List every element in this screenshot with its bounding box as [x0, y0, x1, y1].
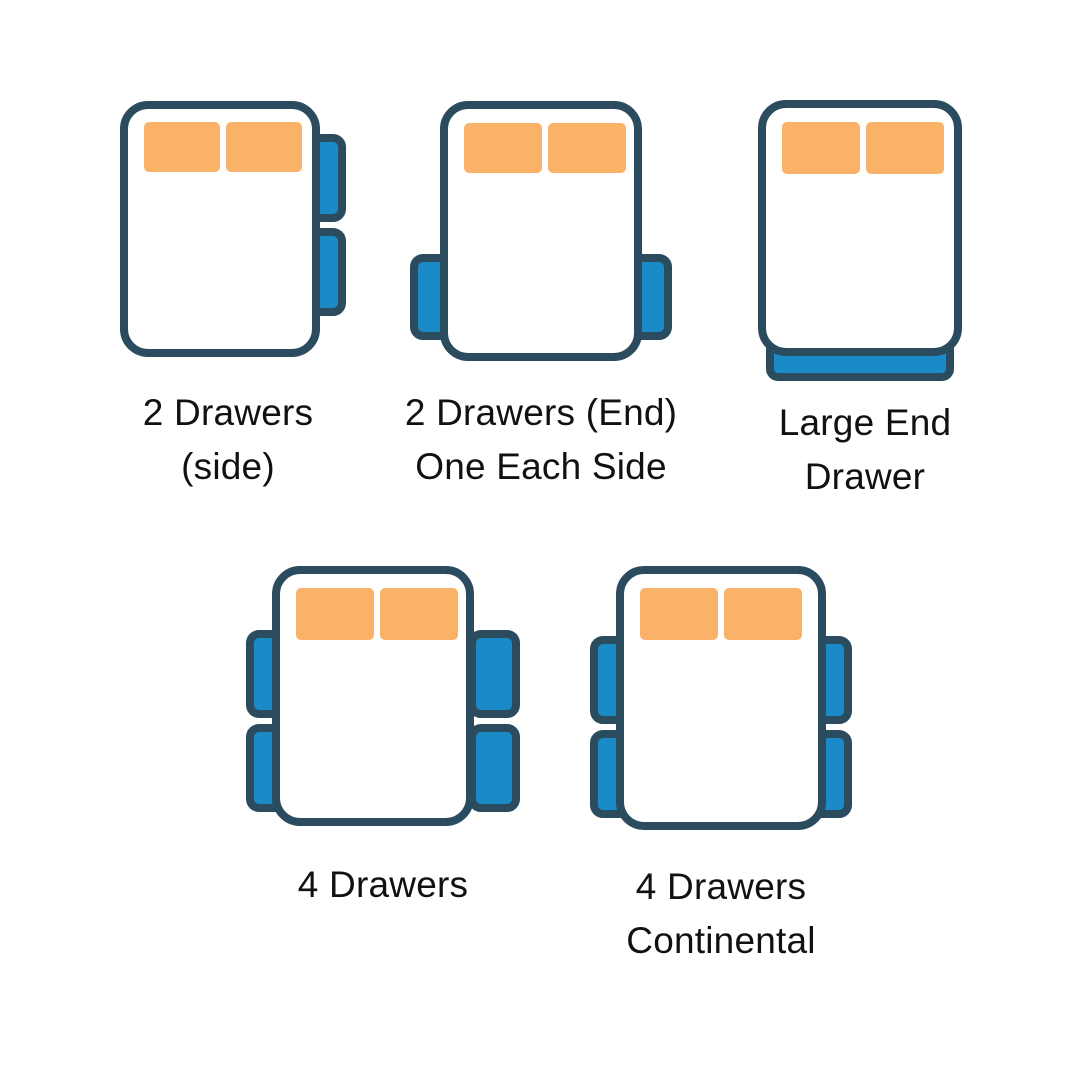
pillow-left	[144, 122, 220, 172]
bed-label-four-drawers: 4 Drawers	[297, 864, 469, 905]
pillow-left	[782, 122, 860, 174]
bed-label-large-end-drawer: Large End Drawer	[778, 402, 952, 497]
drawer-right-upper	[468, 630, 520, 718]
pillow-left	[296, 588, 374, 640]
pillow-right	[548, 123, 626, 173]
bed-diagram-large-end-drawer	[740, 90, 990, 390]
pillow-left	[464, 123, 542, 173]
bed-diagram-four-drawers-continental	[576, 558, 866, 838]
drawer-right-lower	[468, 724, 520, 812]
bed-diagram-four-drawers	[238, 558, 528, 838]
bed-diagram-two-drawers-end	[396, 90, 686, 370]
pillow-right	[724, 588, 802, 640]
pillow-right	[226, 122, 302, 172]
bed-label-two-drawers-end: 2 Drawers (End) One Each Side	[404, 392, 678, 487]
bed-option-large-end-drawer[interactable]: Large End Drawer	[740, 90, 990, 497]
bed-option-four-drawers[interactable]: 4 Drawers	[238, 558, 528, 958]
bed-diagram-two-drawers-side	[98, 90, 358, 370]
pillow-right	[866, 122, 944, 174]
bed-option-two-drawers-side[interactable]: 2 Drawers (side)	[98, 90, 358, 490]
bed-label-four-drawers-continental: 4 Drawers Continental	[626, 866, 816, 961]
bed-option-four-drawers-continental[interactable]: 4 Drawers Continental	[576, 558, 866, 961]
bed-option-two-drawers-end[interactable]: 2 Drawers (End) One Each Side	[396, 90, 686, 490]
pillow-left	[640, 588, 718, 640]
bed-label-two-drawers-side: 2 Drawers (side)	[142, 392, 314, 487]
pillow-right	[380, 588, 458, 640]
